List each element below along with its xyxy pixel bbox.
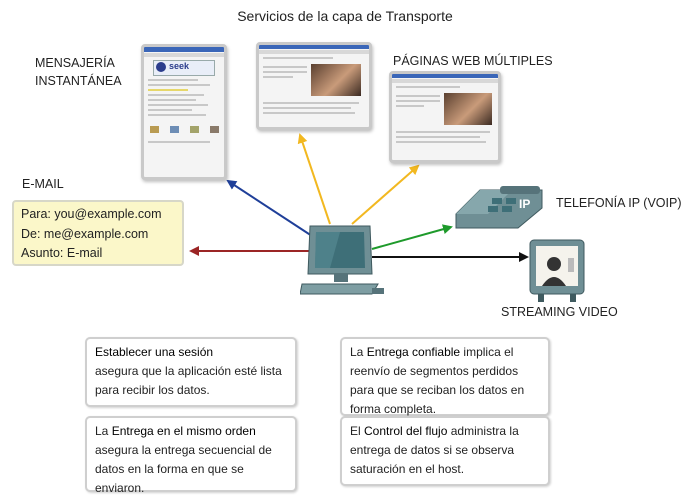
email-to: Para: you@example.com [21,207,162,221]
info-reliable-key: Entrega confiable [366,345,461,359]
info-order: La Entrega en el mismo orden asegura la … [85,416,297,495]
info-reliable-body: implica el reenvío de segmentos perdidos… [350,345,525,416]
label-web: PÁGINAS WEB MÚLTIPLES [393,54,553,68]
info-flow-key: Control del flujo [364,424,448,438]
ip-phone-icon: IP [452,184,544,230]
web-page-2 [389,71,501,163]
arrow-to-im [226,179,313,237]
info-session-body: asegura que la aplicación esté lista par… [95,364,282,397]
tv-icon [528,238,586,304]
im-window: seek [141,44,227,180]
email-from: De: me@example.com [21,226,149,241]
computer-icon [300,222,386,300]
phone-ip-mark: IP [519,197,531,211]
info-order-body: asegura la entrega secuencial de datos e… [95,443,272,495]
arrow-to-web-2 [351,164,420,225]
info-flow-body: administra la entrega de datos si se obs… [350,424,519,476]
info-reliable: La Entrega confiable implica el reenvío … [340,337,550,416]
im-logo: seek [153,60,215,76]
web-page-1 [256,42,372,130]
info-session-head: Establecer una sesión [95,345,214,359]
arrow-to-web-1 [297,133,331,225]
web-photo-1 [311,64,361,96]
email-box: Para: you@example.com De: me@example.com… [12,200,184,266]
label-video: STREAMING VIDEO [501,305,618,319]
email-subject: Asunto: E-mail [21,246,103,260]
label-voip: TELEFONÍA IP (VOIP) [556,196,682,210]
label-im: MENSAJERÍA INSTANTÁNEA [35,56,122,88]
info-session: Establecer una sesión asegura que la apl… [85,337,297,407]
arrow-to-voip [371,224,453,250]
info-order-key: Entrega en el mismo orden [111,424,256,438]
diagram-title: Servicios de la capa de Transporte [237,8,453,24]
web-photo-2 [444,93,492,125]
label-email: E-MAIL [22,177,64,191]
info-flow: El Control del flujo administra la entre… [340,416,550,486]
